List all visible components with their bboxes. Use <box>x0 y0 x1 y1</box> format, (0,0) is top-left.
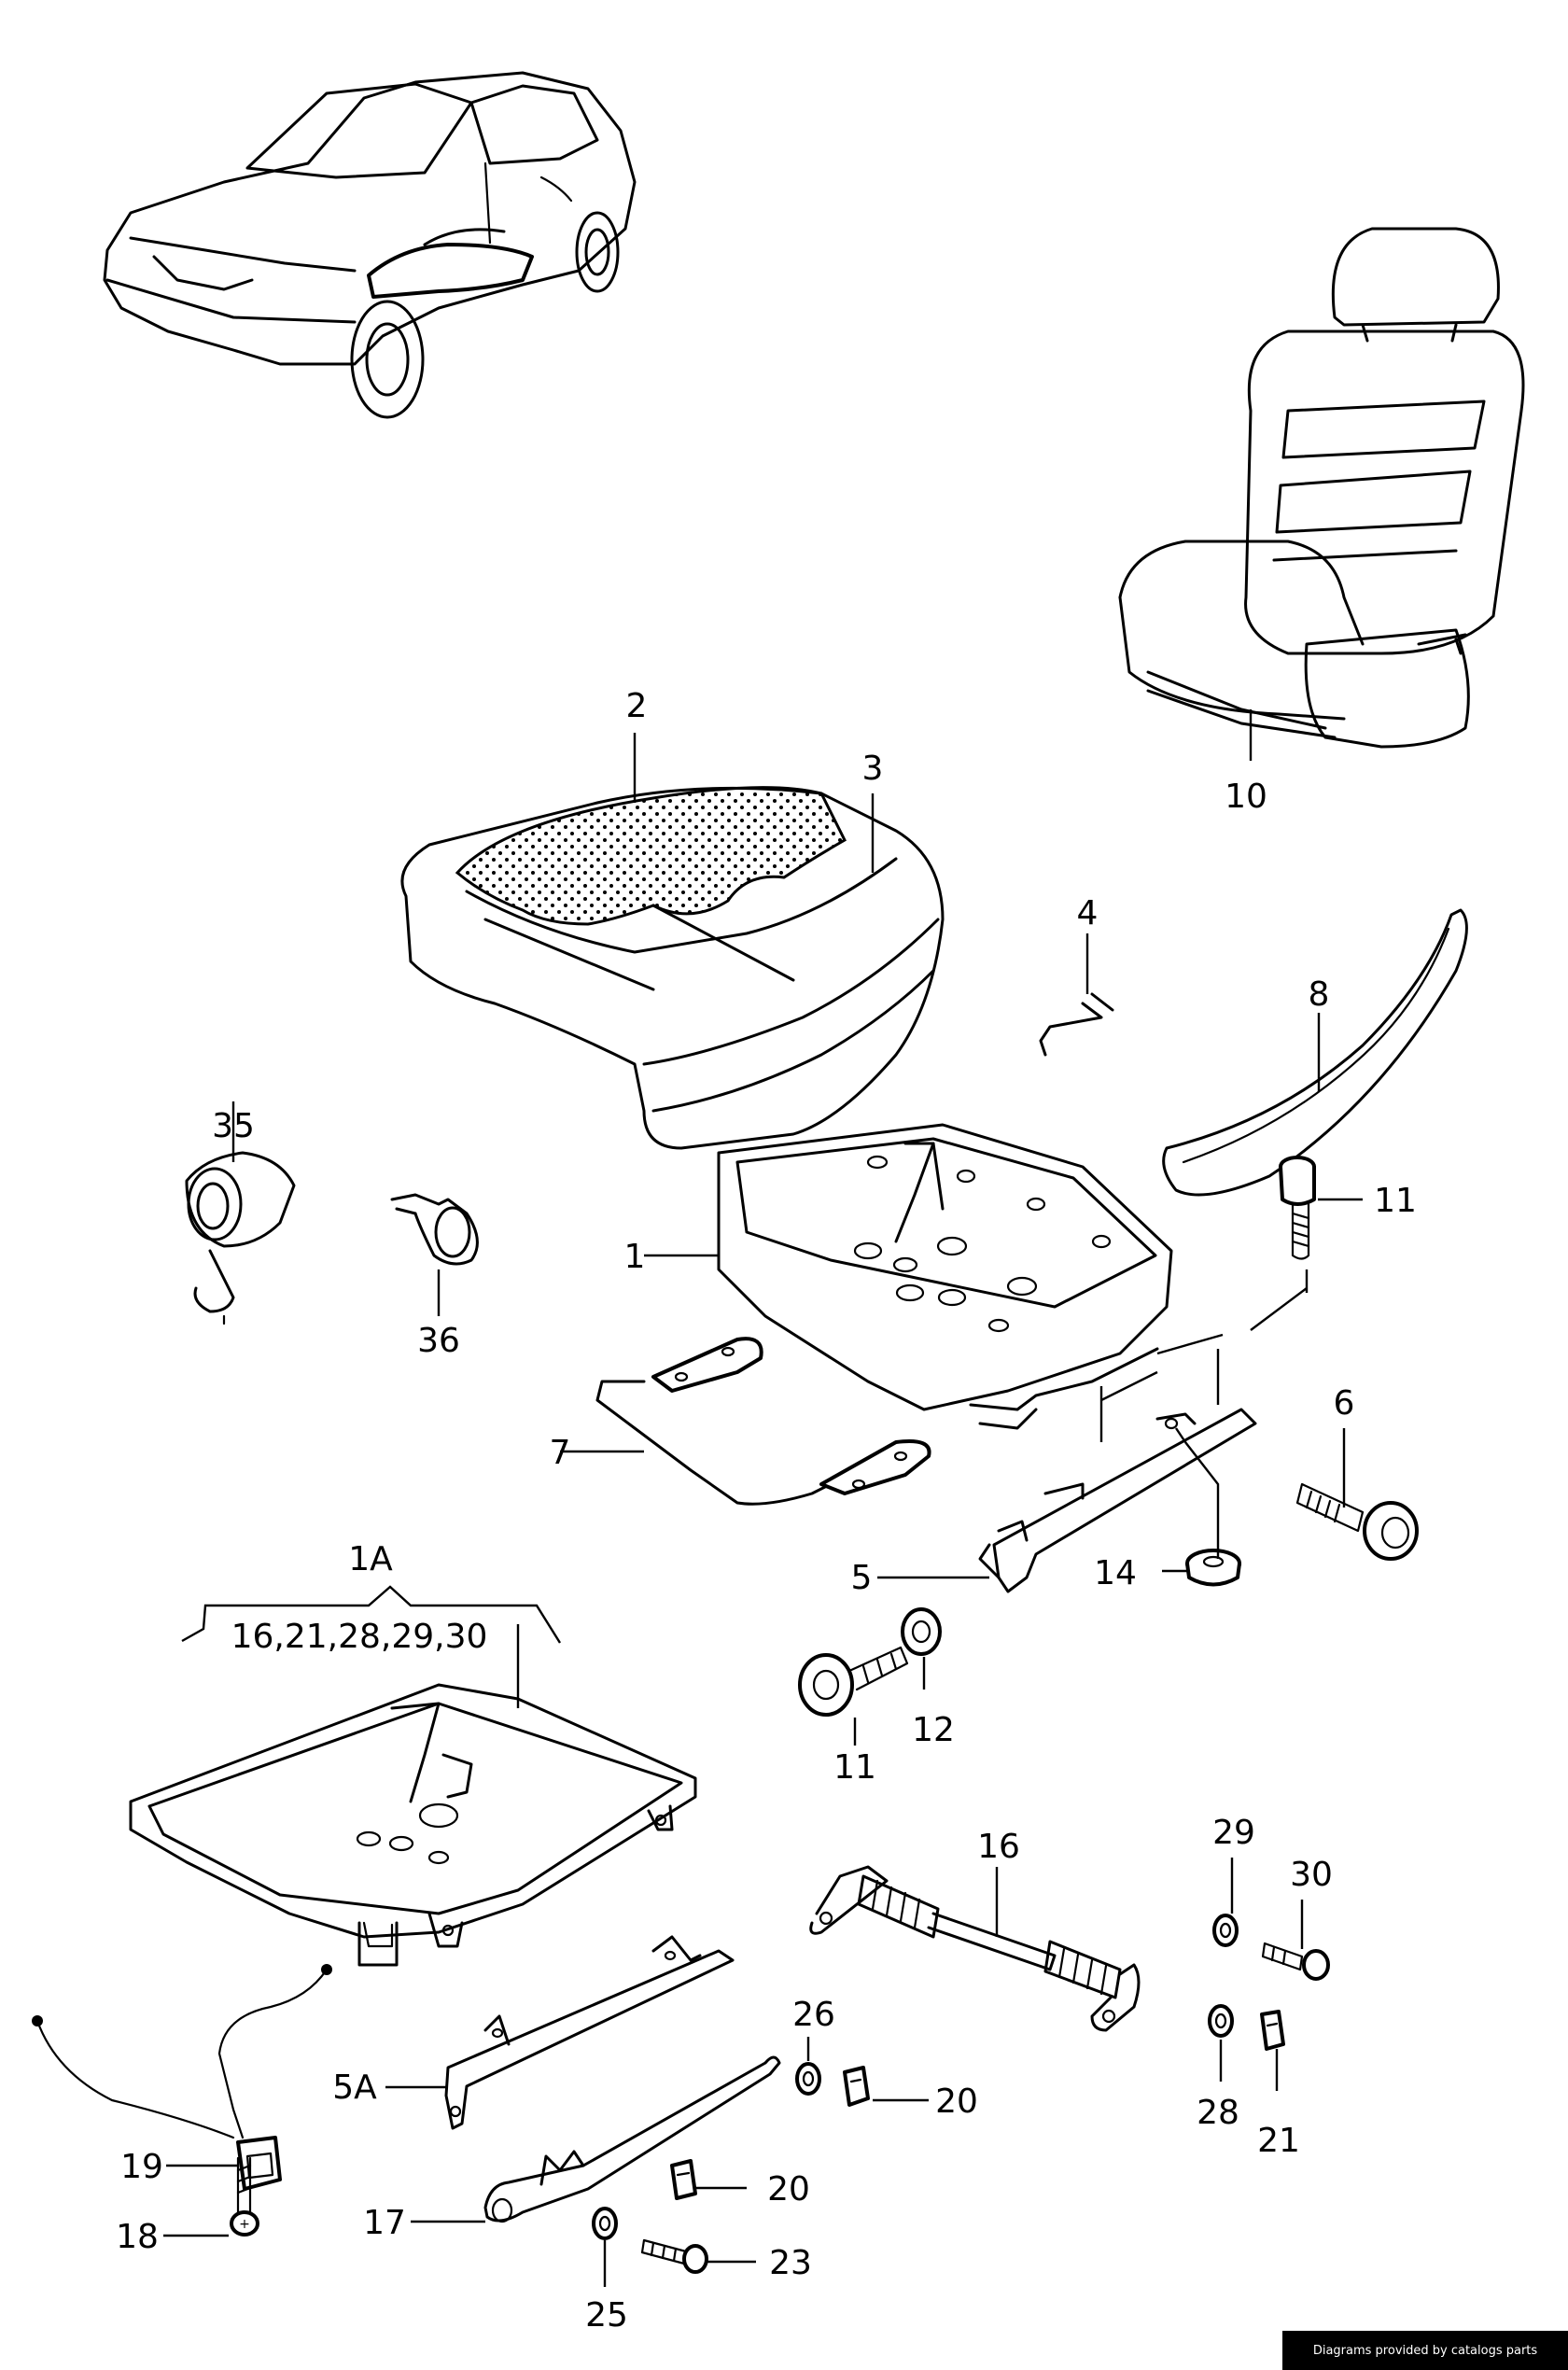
frame-1a-illustration <box>129 1683 697 1967</box>
cable-19-illustration <box>32 1964 332 2191</box>
hook-clip-illustration <box>1039 992 1114 1057</box>
clip-35-illustration <box>185 1151 296 1325</box>
callout-1: 1 <box>624 1238 646 1276</box>
callout-11-bottom: 11 <box>833 1748 876 1787</box>
callout-19: 19 <box>120 2148 163 2186</box>
callout-11-top: 11 <box>1374 1182 1417 1220</box>
washer-28-illustration <box>1208 2004 1234 2038</box>
callout-14: 14 <box>1094 1554 1137 1592</box>
callout-7: 7 <box>550 1434 571 1472</box>
side-trim-illustration <box>1162 908 1468 1197</box>
bolt-23-illustration <box>640 2238 708 2274</box>
callout-8: 8 <box>1309 975 1330 1014</box>
callout-18: 18 <box>116 2218 159 2256</box>
clip-36-illustration <box>390 1193 479 1266</box>
callout-3: 3 <box>862 750 884 788</box>
callout-28: 28 <box>1197 2094 1239 2132</box>
callout-2: 2 <box>626 687 648 725</box>
bolt-11-top-illustration <box>1279 1156 1316 1260</box>
callout-16: 16 <box>977 1828 1020 1866</box>
clip-20-bottom-illustration <box>670 2159 697 2200</box>
callout-35: 35 <box>212 1107 255 1145</box>
washer-25-illustration <box>592 2207 618 2240</box>
seat-frame-illustration <box>717 1123 1173 1430</box>
callout-25: 25 <box>585 2296 628 2335</box>
callout-10: 10 <box>1225 778 1267 816</box>
callout-17: 17 <box>363 2204 406 2242</box>
callout-4: 4 <box>1077 894 1099 933</box>
callout-29: 29 <box>1212 1814 1255 1852</box>
washer-12-illustration <box>901 1607 942 1656</box>
callout-21: 21 <box>1257 2122 1300 2160</box>
callout-26: 26 <box>792 1996 835 2034</box>
washer-26-illustration <box>795 2062 821 2096</box>
callout-30: 30 <box>1290 1856 1333 1894</box>
complete-seat-illustration <box>1118 227 1525 749</box>
screw-18-illustration: + <box>230 2156 259 2237</box>
callout-1a-group: 16,21,28,29,30 <box>231 1618 488 1656</box>
bolt-30-illustration <box>1261 1942 1330 1981</box>
callout-20-top: 20 <box>935 2083 978 2121</box>
callout-5: 5 <box>851 1559 873 1597</box>
callout-36: 36 <box>417 1322 460 1360</box>
wire-frame-illustration <box>595 1337 931 1506</box>
clip-21-illustration <box>1260 2010 1285 2051</box>
callout-12: 12 <box>912 1711 955 1749</box>
callout-20-bottom: 20 <box>767 2170 810 2209</box>
nut-14-illustration <box>1185 1549 1241 1587</box>
callout-6: 6 <box>1334 1384 1355 1423</box>
clip-20-top-illustration <box>843 2066 870 2107</box>
callout-23: 23 <box>769 2244 812 2282</box>
washer-29-illustration <box>1212 1914 1239 1947</box>
seat-rail-illustration <box>978 1408 1257 1593</box>
watermark-label: Diagrams provided by catalogs parts <box>1282 2331 1568 2370</box>
seat-cushion-illustration <box>400 786 945 1150</box>
leader-lines <box>163 709 1363 2287</box>
callout-5a: 5A <box>332 2068 377 2107</box>
bolt-6-illustration <box>1295 1482 1419 1561</box>
bolt-11-bottom-illustration <box>798 1646 909 1717</box>
bar-17-illustration <box>483 2055 781 2223</box>
callout-labels: 2 3 4 8 10 11 1 7 35 36 6 14 5 1A 16,21,… <box>116 687 1417 2335</box>
svg-text:+: + <box>239 2217 250 2232</box>
car-illustration <box>103 71 637 419</box>
callout-1a: 1A <box>348 1540 393 1578</box>
rail-5a-illustration <box>444 1935 735 2130</box>
spring-bar-16-illustration <box>809 1865 1141 2032</box>
